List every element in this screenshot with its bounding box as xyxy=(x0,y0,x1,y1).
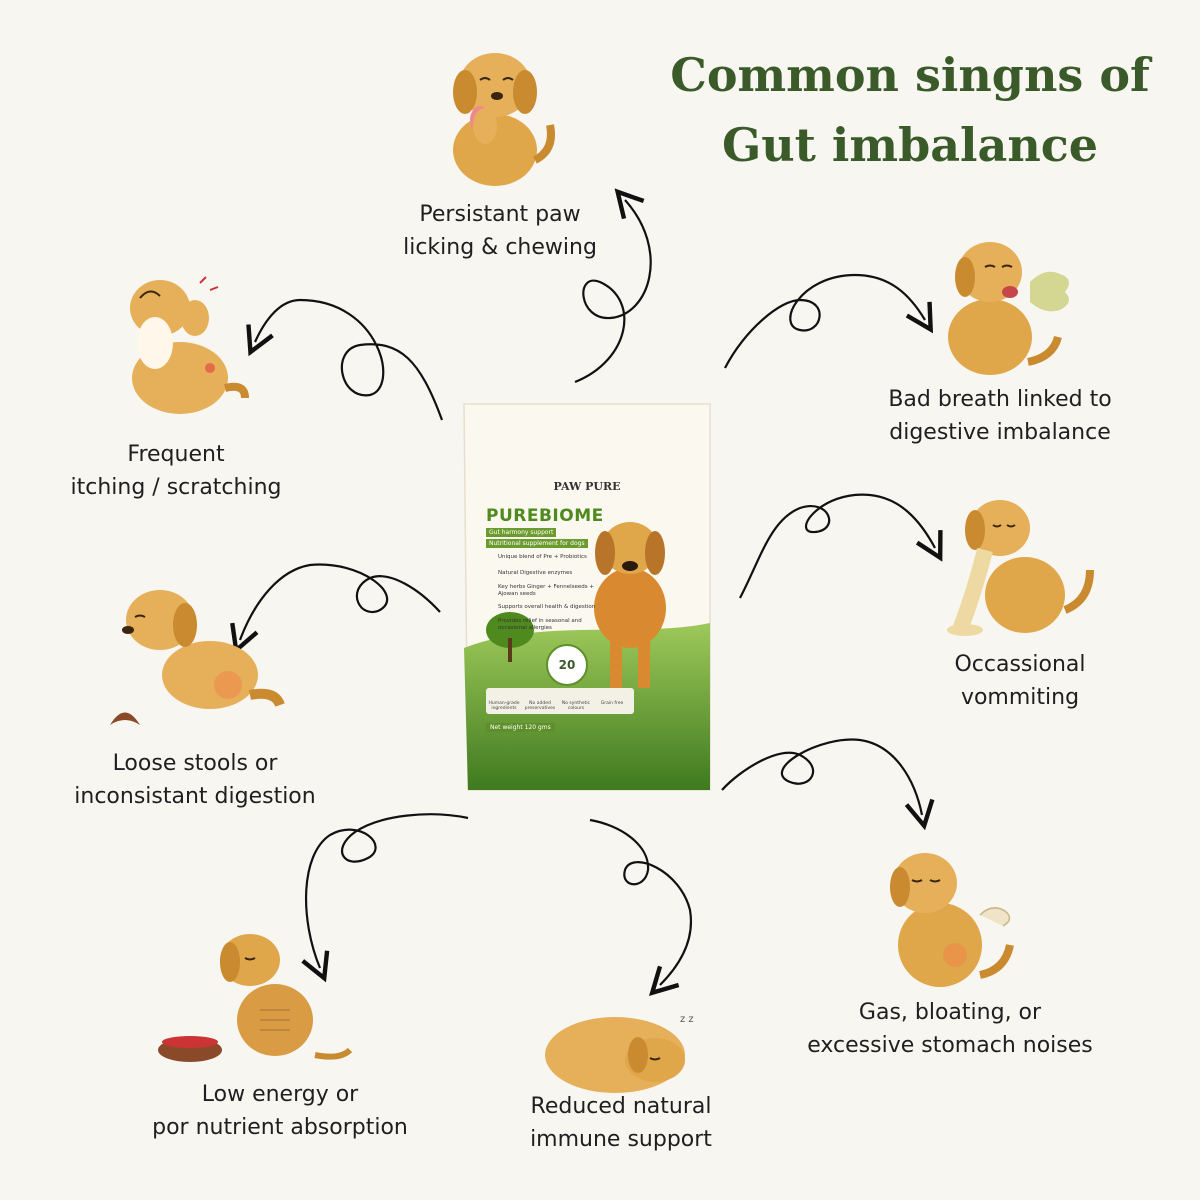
product-brand: PAW PURE xyxy=(553,480,621,493)
label-line: Loose stools or xyxy=(112,751,278,776)
arrow-low-energy xyxy=(306,813,469,968)
badge-item: No synthetic colours xyxy=(561,701,591,711)
product-subtitle: Nutritional supplement for dogs xyxy=(486,539,588,548)
svg-text:z z: z z xyxy=(680,1014,694,1025)
product-feature: Natural Digestive enzymes xyxy=(498,570,573,576)
label-line: Occassional xyxy=(954,652,1086,677)
product-name: PUREBIOME xyxy=(486,506,604,526)
product-feature: Provides relief in seasonal and occasion… xyxy=(498,618,582,631)
label-line: por nutrient absorption xyxy=(152,1115,408,1140)
arrow-bad-breath xyxy=(724,273,925,369)
arrow-paw-licking xyxy=(574,200,652,384)
label-line: itching / scratching xyxy=(70,475,282,500)
badge-item: No added preservatives xyxy=(524,701,556,711)
net-weight: Net weight 120 gms xyxy=(486,723,555,732)
label-bad-breath: Bad breath linked to digestive imbalance xyxy=(860,383,1140,449)
label-gas: Gas, bloating, or excessive stomach nois… xyxy=(790,996,1110,1062)
label-line: Persistant paw xyxy=(419,202,581,227)
label-line: vommiting xyxy=(960,685,1080,710)
dog-vomiting-icon xyxy=(947,500,1094,636)
label-paw-licking: Persistant paw licking & chewing xyxy=(345,198,655,264)
dog-itching-icon xyxy=(130,276,249,414)
arrow-itching xyxy=(255,298,444,421)
dog-loose-stools-icon xyxy=(110,590,285,725)
label-line: immune support xyxy=(530,1127,712,1152)
label-low-energy: Low energy or por nutrient absorption xyxy=(130,1078,430,1144)
product-feature: Unique blend of Pre + Probiotics xyxy=(498,554,587,560)
label-line: Gas, bloating, or xyxy=(858,1000,1042,1025)
label-line: Low energy or xyxy=(201,1082,359,1107)
label-line: Bad breath linked to xyxy=(888,387,1112,412)
label-line: Reduced natural xyxy=(530,1094,712,1119)
dog-paw-licking-icon xyxy=(453,53,555,186)
arrow-loose-stools xyxy=(240,563,441,640)
badge-item: Grain free xyxy=(600,701,624,706)
dog-bad-breath-icon xyxy=(948,242,1069,375)
label-line: excessive stomach noises xyxy=(807,1033,1093,1058)
label-immune: Reduced natural immune support xyxy=(490,1090,752,1156)
label-vomiting: Occassional vommiting xyxy=(900,648,1140,714)
label-itching: Frequent itching / scratching xyxy=(40,438,312,504)
years-seal: 20 xyxy=(546,644,588,686)
arrow-vomiting xyxy=(739,493,935,599)
page-title: Common singns of Gut imbalance xyxy=(640,40,1180,180)
product-feature: Key herbs Ginger + Fennelseeds + Ajowan … xyxy=(498,584,594,597)
product-pouch: PAW PURE PUREBIOME Gut harmony support N… xyxy=(460,398,714,796)
label-line: licking & chewing xyxy=(403,235,597,260)
title-line-2: Gut imbalance xyxy=(721,118,1099,172)
label-line: digestive imbalance xyxy=(889,420,1111,445)
label-line: Frequent xyxy=(127,442,225,467)
label-line: inconsistant digestion xyxy=(74,784,316,809)
arrow-immune xyxy=(589,818,693,985)
badge-item: Human-grade ingredients xyxy=(488,701,520,711)
seal-number: 20 xyxy=(558,658,576,672)
dog-sleeping-icon: z z xyxy=(545,1014,694,1093)
title-line-1: Common singns of xyxy=(670,48,1150,102)
product-feature: Supports overall health & digestion xyxy=(498,604,596,610)
label-loose-stools: Loose stools or inconsistant digestion xyxy=(50,747,340,813)
dog-low-energy-icon xyxy=(158,934,353,1062)
dog-gas-bloating-icon xyxy=(890,853,1014,987)
badge-bar xyxy=(486,688,634,714)
product-tagline: Gut harmony support xyxy=(486,528,557,537)
arrow-gas xyxy=(721,738,922,815)
